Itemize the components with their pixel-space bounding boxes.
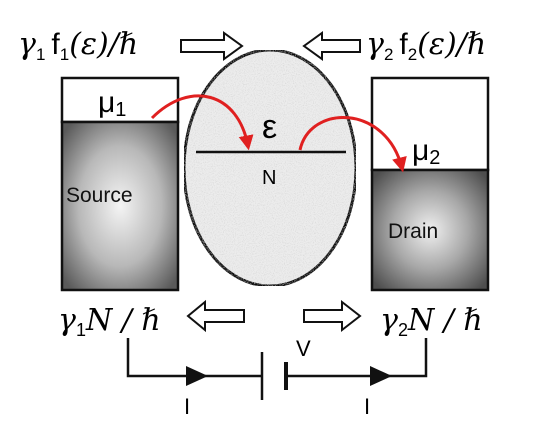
epsilon-label: ε bbox=[262, 108, 277, 146]
drain-contact bbox=[370, 168, 490, 292]
voltage-label: V bbox=[296, 336, 311, 361]
drain-label: Drain bbox=[388, 220, 438, 243]
red-arrow-dot-to-drain bbox=[298, 116, 407, 173]
bottom-right-flow-arrow bbox=[303, 299, 362, 333]
source-contact bbox=[60, 120, 180, 292]
bottom-left-rate-expression: γ1N / ℏ bbox=[58, 303, 161, 340]
bottom-right-rate-expression: γ2N / ℏ bbox=[380, 303, 483, 340]
top-right-flow-arrow bbox=[302, 31, 361, 61]
current-arrow-left bbox=[186, 366, 208, 386]
level-occupancy-label: N bbox=[262, 167, 276, 189]
external-circuit bbox=[126, 338, 428, 400]
circuit-wire-left bbox=[126, 338, 262, 378]
current-label-right: I bbox=[364, 394, 370, 419]
current-label-left: I bbox=[184, 394, 190, 419]
mu1-label: μ1 bbox=[98, 86, 126, 121]
top-left-flow-arrow bbox=[180, 31, 244, 61]
red-arrow-source-to-dot bbox=[150, 94, 254, 151]
mu2-label: μ2 bbox=[412, 134, 440, 169]
quantum-dot bbox=[182, 48, 358, 288]
current-arrow-right bbox=[370, 366, 392, 386]
source-label: Source bbox=[66, 184, 133, 207]
bottom-left-flow-arrow bbox=[186, 299, 245, 333]
circuit-wire-right bbox=[286, 338, 428, 378]
